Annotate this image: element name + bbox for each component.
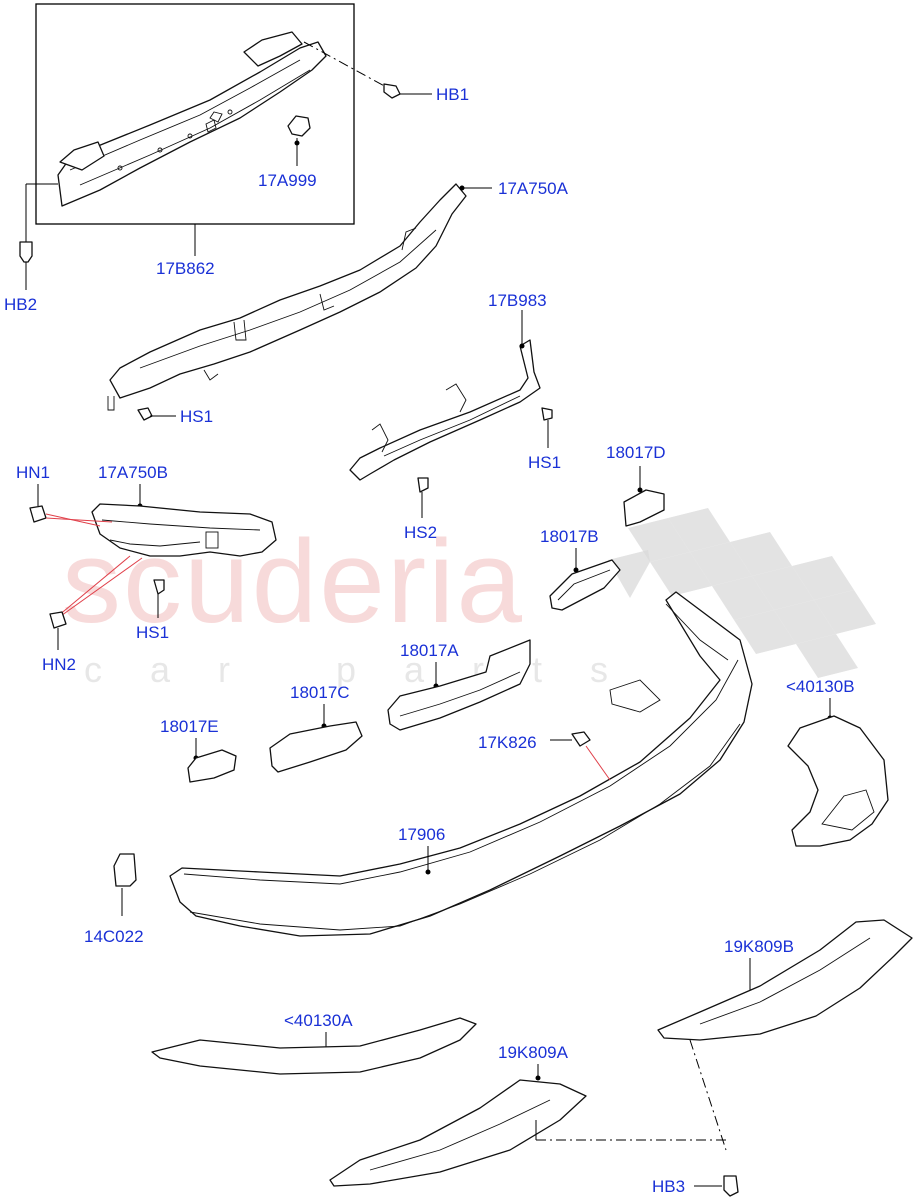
nut-hn1 (29, 505, 47, 523)
label-17a750b: 17A750B (98, 463, 168, 482)
liner-40130b (787, 715, 889, 847)
screw-hs1-b (541, 407, 553, 421)
label-hs2: HS2 (404, 523, 437, 542)
label-19k809a: 19K809A (498, 1043, 569, 1062)
bracket-14c022 (113, 853, 137, 887)
label-18017b: 18017B (540, 527, 599, 546)
nut-hn2 (49, 611, 67, 629)
label-18017d: 18017D (606, 443, 666, 462)
bumper-cover-17906 (169, 591, 753, 937)
trim-40130a (151, 1017, 477, 1075)
skid-plate-19k809a (329, 1079, 587, 1187)
screw-hs1-a (137, 407, 153, 421)
label-hn2: HN2 (42, 655, 76, 674)
bolt-hb2 (19, 241, 33, 263)
watermark-flag (608, 508, 876, 678)
label-40130a: <40130A (284, 1011, 353, 1030)
label-17a999: 17A999 (258, 171, 317, 190)
watermark-subtext: car parts (84, 649, 656, 690)
label-14c022: 14C022 (84, 927, 144, 946)
label-hb1: HB1 (436, 85, 469, 104)
bolt-hb1 (383, 83, 401, 99)
label-17b862: 17B862 (156, 259, 215, 278)
label-40130b: <40130B (786, 677, 855, 696)
clip-17k826 (571, 731, 591, 747)
bracket-17b983 (349, 339, 541, 481)
label-19k809b: 19K809B (724, 937, 794, 956)
label-18017c: 18017C (290, 683, 350, 702)
bolt-hb3 (723, 1175, 739, 1197)
screw-hs2 (417, 477, 429, 493)
bracket-18017e (187, 749, 237, 783)
bracket-18017a (387, 639, 531, 731)
screw-hs1-c (153, 579, 165, 595)
label-hn1: HN1 (16, 463, 50, 482)
label-hb3: HB3 (652, 1177, 685, 1196)
label-18017e: 18017E (160, 717, 219, 736)
bracket-18017d (623, 489, 665, 527)
label-17k826: 17K826 (478, 733, 537, 752)
label-hs1-b: HS1 (528, 453, 561, 472)
label-17a750a: 17A750A (498, 179, 569, 198)
label-hs1-a: HS1 (180, 407, 213, 426)
bracket-18017b (549, 559, 621, 611)
label-17906: 17906 (398, 825, 445, 844)
bracket-18017c (269, 721, 363, 773)
skid-plate-19k809b (657, 919, 913, 1041)
bracket-17a750b (91, 503, 277, 557)
label-hb2: HB2 (4, 295, 37, 314)
clip-17a999 (287, 115, 311, 137)
energy-absorber-17a750a (107, 183, 467, 411)
label-18017a: 18017A (400, 641, 459, 660)
bumper-beam (57, 31, 327, 207)
label-17b983: 17B983 (488, 291, 547, 310)
label-hs1-c: HS1 (136, 623, 169, 642)
